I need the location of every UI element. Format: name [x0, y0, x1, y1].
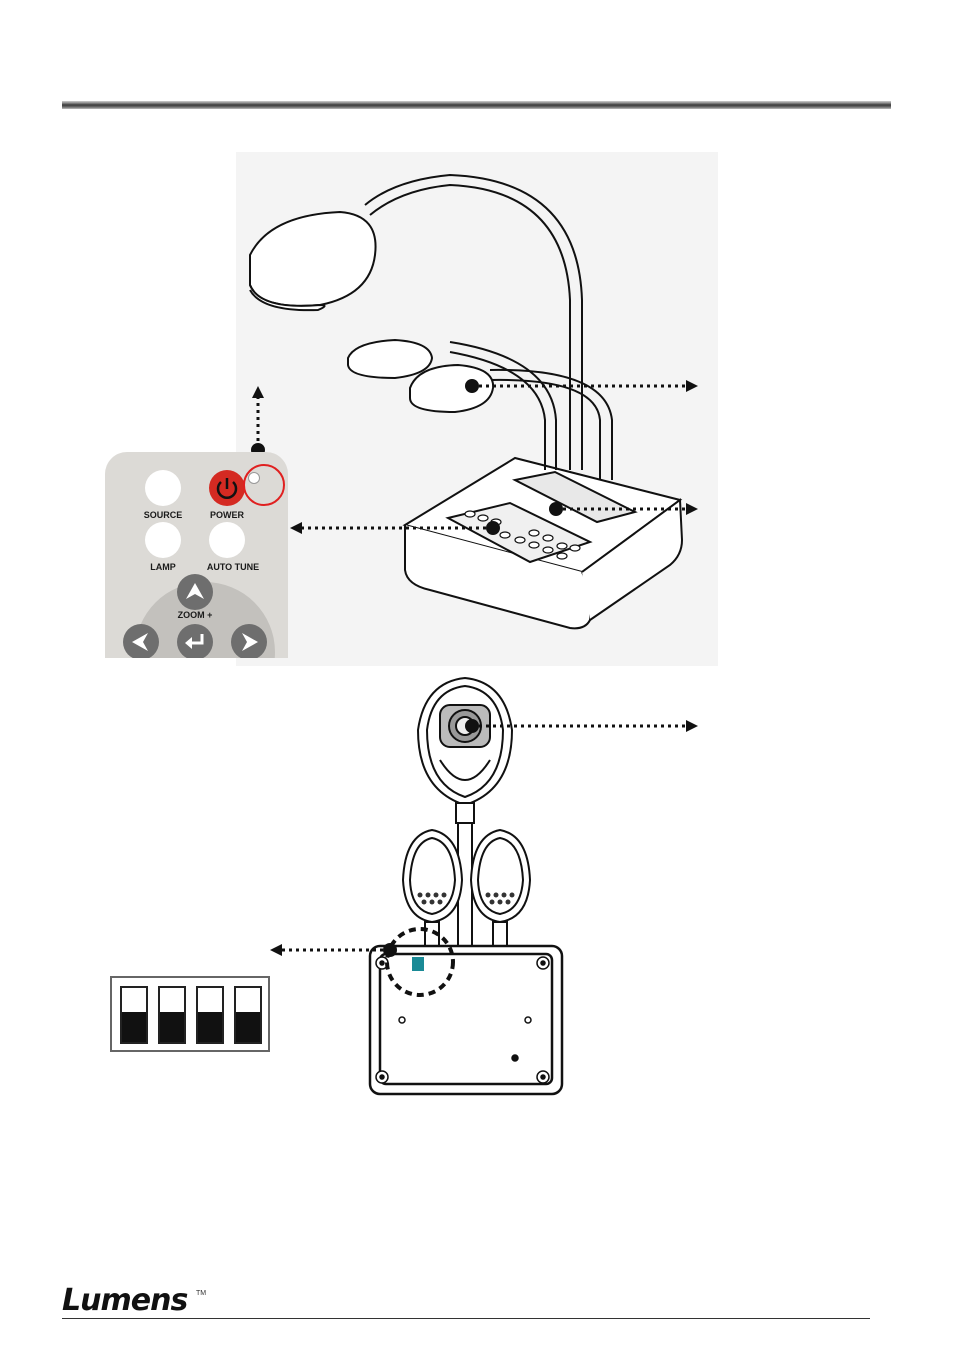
led-indicator	[248, 472, 260, 484]
enter-button[interactable]	[177, 624, 213, 658]
dip-switch-closeup	[110, 976, 270, 1052]
zoom-up-button[interactable]	[177, 574, 213, 610]
power-icon	[216, 478, 238, 499]
arrow-right-icon	[242, 633, 258, 651]
arrow-left-icon	[132, 633, 148, 651]
auto-tune-label: AUTO TUNE	[206, 562, 260, 572]
arrow-up-icon	[186, 583, 204, 599]
lamp-heads	[347, 338, 495, 414]
enter-icon	[185, 634, 204, 649]
gooseneck-arms	[364, 173, 613, 480]
dip-switch-highlight	[385, 927, 455, 997]
dip-switch-2[interactable]	[158, 986, 186, 1044]
top-view-lamp-dots	[417, 892, 515, 905]
source-button[interactable]	[145, 470, 181, 506]
dip-switch-1[interactable]	[120, 986, 148, 1044]
dip-switch-4[interactable]	[234, 986, 262, 1044]
top-view-lamps	[401, 828, 532, 951]
header-rule	[62, 101, 891, 109]
callout-arrowheads	[252, 380, 698, 534]
brand-logo: Lumens	[62, 1283, 188, 1318]
top-view-camera-head	[416, 676, 514, 807]
dip-switch-3[interactable]	[196, 986, 224, 1044]
footer-rule	[62, 1318, 870, 1319]
callout-arrowheads-bottom	[270, 720, 698, 956]
camera-base	[402, 456, 684, 630]
callout-lines-bottom	[280, 724, 688, 952]
lamp-label: LAMP	[150, 562, 176, 572]
power-button[interactable]	[209, 470, 245, 506]
callout-lines	[256, 384, 688, 530]
top-view-base-screws	[375, 956, 550, 1084]
camera-head	[249, 210, 377, 312]
remote-control: SOURCE POWER LAMP AUTO TUNE ZOOM +	[105, 452, 288, 658]
dip-switch-location	[412, 957, 424, 971]
left-button[interactable]	[123, 624, 159, 658]
lamp-button[interactable]	[145, 522, 181, 558]
right-button[interactable]	[231, 624, 267, 658]
callout-dots-bottom	[383, 719, 479, 957]
led-indicator-highlight	[243, 464, 285, 506]
source-label: SOURCE	[143, 510, 183, 520]
callout-dots	[251, 379, 563, 535]
trademark-mark: TM	[196, 1290, 207, 1297]
auto-tune-button[interactable]	[209, 522, 245, 558]
power-label: POWER	[209, 510, 244, 520]
zoom-plus-label: ZOOM +	[177, 610, 213, 620]
